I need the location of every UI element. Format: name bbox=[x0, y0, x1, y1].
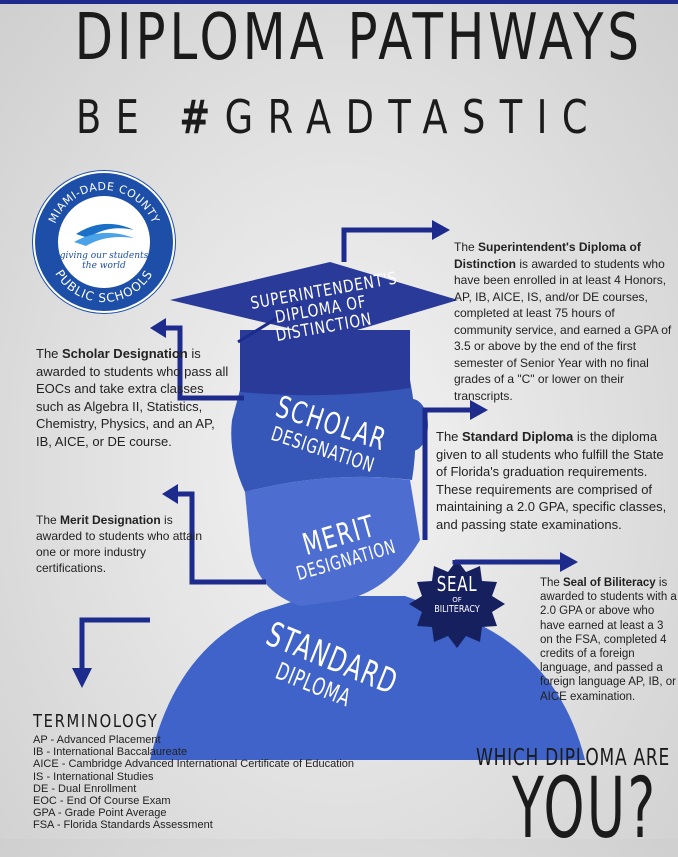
merit-description: The Merit Designation is awarded to stud… bbox=[36, 512, 204, 576]
seal-description-lead: The bbox=[540, 577, 564, 589]
seal-label-line-2: OF bbox=[452, 596, 462, 604]
page-title: DIPLOMA PATHWAYS bbox=[74, 1, 643, 75]
arrowhead-seal bbox=[560, 552, 578, 572]
graduate-silhouette bbox=[150, 262, 585, 760]
school-district-logo: MIAMI-DADE COUNTY PUBLIC SCHOOLS giving … bbox=[32, 170, 176, 314]
subtitle-hash: # bbox=[179, 90, 225, 144]
list-item: AP - Advanced Placement bbox=[33, 734, 161, 746]
scholar-description-name: Scholar Designation bbox=[62, 346, 188, 361]
arrowhead-terminology bbox=[72, 668, 92, 688]
arrow-merit bbox=[176, 491, 266, 585]
arrowhead-scholar bbox=[150, 318, 166, 338]
scholar-face bbox=[231, 380, 416, 492]
standard-description: The Standard Diploma is the diploma give… bbox=[436, 428, 674, 533]
arrowhead-merit bbox=[162, 484, 178, 504]
arrow-terminology bbox=[79, 617, 150, 668]
list-item: IS - International Studies bbox=[33, 770, 154, 783]
page-subtitle: BE #GRADTASTIC bbox=[68, 94, 610, 140]
standard-description-lead: The bbox=[436, 429, 463, 444]
list-item: EOC - End Of Course Exam bbox=[33, 795, 171, 808]
arrow-standard bbox=[422, 407, 470, 540]
closing-question: WHICH DIPLOMA ARE bbox=[476, 745, 670, 771]
list-item: IB - International Baccalaureate bbox=[33, 746, 188, 759]
standard-description-text: is the diploma given to all students who… bbox=[436, 429, 667, 532]
seal-description-name: Seal of Biliteracy bbox=[563, 577, 656, 589]
arrow-scholar bbox=[164, 325, 244, 401]
terminology-list: AP - Advanced Placement IB - Internation… bbox=[33, 734, 354, 832]
seal-badge bbox=[409, 560, 505, 648]
arrow-seal bbox=[452, 559, 560, 565]
cap-board bbox=[170, 262, 458, 338]
scholar-description-text: is awarded to students who pass all EOCs… bbox=[36, 346, 229, 449]
terminology-title: TERMINOLOGY bbox=[33, 711, 159, 732]
closing-you: YOU? bbox=[512, 759, 658, 857]
seal-label-line-1: SEAL bbox=[436, 572, 478, 596]
list-item: FSA - Florida Standards Assessment bbox=[33, 819, 213, 832]
merit-description-text: is awarded to students who attain one or… bbox=[36, 513, 203, 575]
superintendent-description: The Superintendent's Diploma of Distinct… bbox=[454, 239, 676, 404]
seal-label: SEAL OF BILITERACY bbox=[412, 572, 502, 615]
arrowhead-standard bbox=[470, 400, 488, 420]
seal-label-line-3: BILITERACY bbox=[434, 604, 480, 615]
connector-arrows bbox=[72, 220, 578, 688]
list-item: DE - Dual Enrollment bbox=[33, 782, 137, 795]
logo-tagline-1: giving our students bbox=[60, 251, 149, 261]
standard-description-name: Standard Diploma bbox=[462, 429, 574, 444]
cap-crown bbox=[240, 330, 410, 396]
merit-description-lead: The bbox=[36, 513, 61, 527]
seal-description-text: is awarded to students with a 2.0 GPA or… bbox=[540, 577, 677, 703]
arrow-superintendent bbox=[341, 227, 432, 262]
merit-band bbox=[245, 476, 420, 606]
superintendent-description-text: is awarded to students who have been enr… bbox=[454, 256, 672, 403]
arrowhead-superintendent bbox=[432, 220, 450, 240]
subtitle-prefix: BE bbox=[76, 90, 180, 144]
scholar-description: The Scholar Designation is awarded to st… bbox=[36, 345, 232, 450]
subtitle-word: GRADTASTIC bbox=[224, 90, 602, 144]
list-item: GPA - Grade Point Average bbox=[33, 807, 167, 820]
superintendent-description-lead: The bbox=[454, 240, 479, 254]
terminology-section: TERMINOLOGY AP - Advanced Placement IB -… bbox=[33, 711, 354, 832]
superintendent-description-name: Superintendent's Diploma of Distinction bbox=[454, 240, 641, 271]
scholar-description-lead: The bbox=[36, 346, 63, 361]
merit-description-name: Merit Designation bbox=[60, 513, 161, 527]
top-bar bbox=[0, 0, 678, 4]
logo-tagline-2: the world bbox=[82, 261, 126, 271]
list-item: AICE - Cambridge Advanced International … bbox=[33, 758, 355, 771]
seal-description: The Seal of Biliteracy is awarded to stu… bbox=[540, 576, 678, 704]
